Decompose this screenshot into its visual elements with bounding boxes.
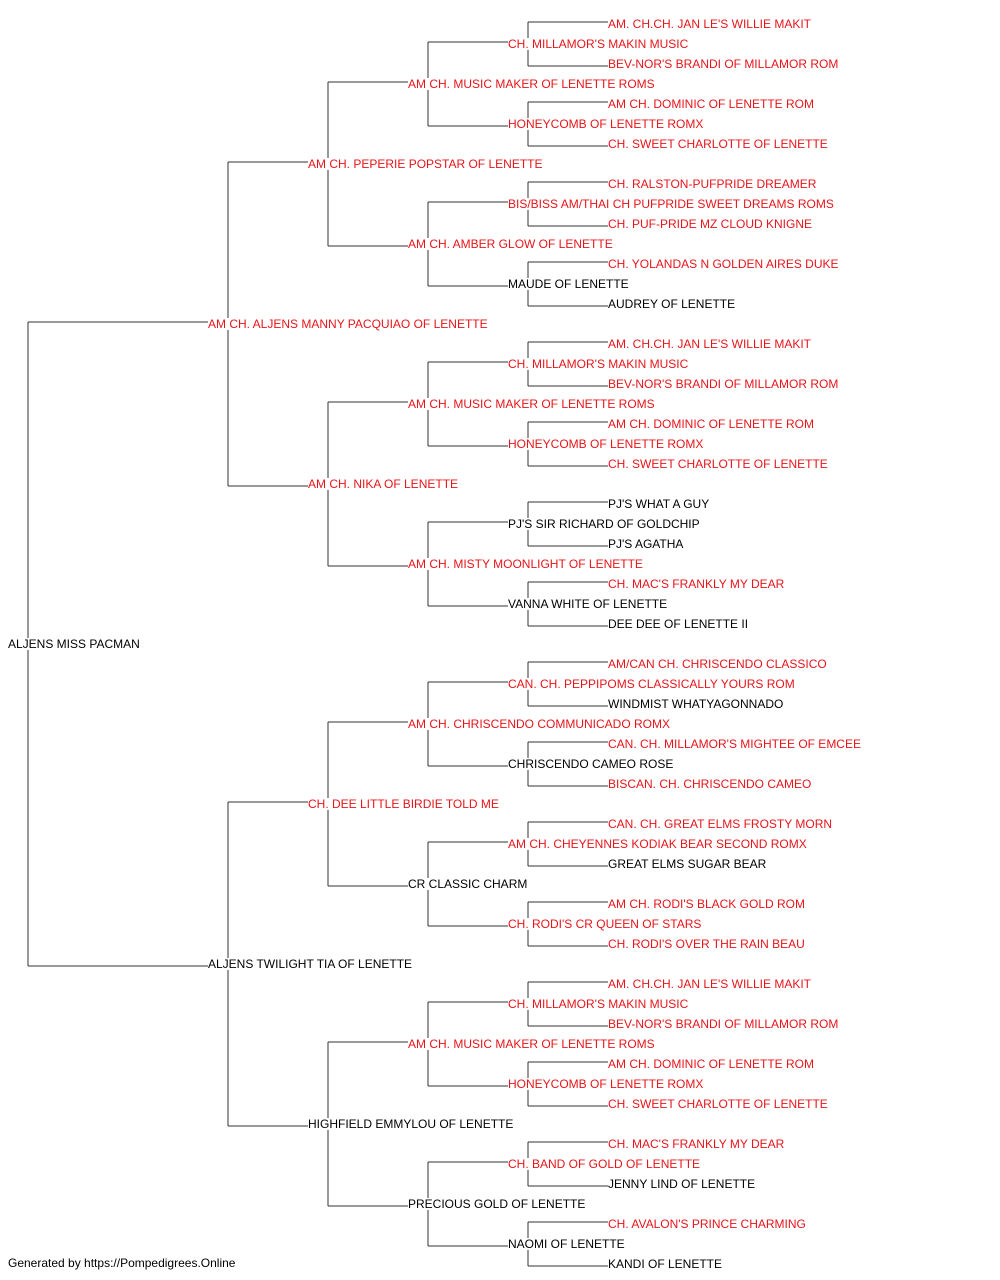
ancestor-name: BEV-NOR'S BRANDI OF MILLAMOR ROM bbox=[608, 377, 838, 391]
ancestor-name: CH. DEE LITTLE BIRDIE TOLD ME bbox=[308, 797, 499, 811]
ancestor-name: AM. CH.CH. JAN LE'S WILLIE MAKIT bbox=[608, 337, 812, 351]
ancestor-name: PJ'S SIR RICHARD OF GOLDCHIP bbox=[508, 517, 700, 531]
ancestor-name: AM. CH.CH. JAN LE'S WILLIE MAKIT bbox=[608, 17, 812, 31]
ancestor-name: CAN. CH. GREAT ELMS FROSTY MORN bbox=[608, 817, 832, 831]
ancestor-name: ALJENS TWILIGHT TIA OF LENETTE bbox=[208, 957, 412, 971]
ancestor-name: AM CH. MUSIC MAKER OF LENETTE ROMS bbox=[408, 1037, 655, 1051]
ancestor-name: CH. PUF-PRIDE MZ CLOUD KNIGNE bbox=[608, 217, 812, 231]
ancestor-name: BIS/BISS AM/THAI CH PUFPRIDE SWEET DREAM… bbox=[508, 197, 834, 211]
generated-by-footer: Generated by https://Pompedigrees.Online bbox=[8, 1256, 236, 1270]
ancestor-name: AM CH. MISTY MOONLIGHT OF LENETTE bbox=[408, 557, 643, 571]
ancestor-name: JENNY LIND OF LENETTE bbox=[608, 1177, 755, 1191]
ancestor-name: CAN. CH. PEPPIPOMS CLASSICALLY YOURS ROM bbox=[508, 677, 795, 691]
ancestor-name: CR CLASSIC CHARM bbox=[408, 877, 527, 891]
ancestor-name: KANDI OF LENETTE bbox=[608, 1257, 722, 1271]
ancestor-name: AM CH. DOMINIC OF LENETTE ROM bbox=[608, 97, 814, 111]
ancestor-name: PRECIOUS GOLD OF LENETTE bbox=[408, 1197, 585, 1211]
ancestor-name: BISCAN. CH. CHRISCENDO CAMEO bbox=[608, 777, 811, 791]
ancestor-name: CH. MILLAMOR'S MAKIN MUSIC bbox=[508, 357, 689, 371]
ancestor-name: AM CH. PEPERIE POPSTAR OF LENETTE bbox=[308, 157, 543, 171]
ancestor-name: CHRISCENDO CAMEO ROSE bbox=[508, 757, 673, 771]
ancestor-name: BEV-NOR'S BRANDI OF MILLAMOR ROM bbox=[608, 57, 838, 71]
ancestor-name: MAUDE OF LENETTE bbox=[508, 277, 629, 291]
ancestor-name: CH. SWEET CHARLOTTE OF LENETTE bbox=[608, 457, 828, 471]
ancestor-name: AM CH. CHEYENNES KODIAK BEAR SECOND ROMX bbox=[508, 837, 807, 851]
ancestor-name: AUDREY OF LENETTE bbox=[608, 297, 735, 311]
ancestor-name: HONEYCOMB OF LENETTE ROMX bbox=[508, 437, 703, 451]
ancestor-name: CH. RODI'S OVER THE RAIN BEAU bbox=[608, 937, 805, 951]
ancestor-name: CH. MAC'S FRANKLY MY DEAR bbox=[608, 577, 785, 591]
ancestor-name: HONEYCOMB OF LENETTE ROMX bbox=[508, 117, 703, 131]
ancestor-name: DEE DEE OF LENETTE II bbox=[608, 617, 748, 631]
ancestor-name: CH. MILLAMOR'S MAKIN MUSIC bbox=[508, 997, 689, 1011]
ancestor-name: PJ'S WHAT A GUY bbox=[608, 497, 709, 511]
ancestor-name: CH. SWEET CHARLOTTE OF LENETTE bbox=[608, 137, 828, 151]
ancestor-name: CH. MAC'S FRANKLY MY DEAR bbox=[608, 1137, 785, 1151]
subject-name: ALJENS MISS PACMAN bbox=[8, 637, 140, 651]
ancestor-name: NAOMI OF LENETTE bbox=[508, 1237, 625, 1251]
ancestor-name: PJ'S AGATHA bbox=[608, 537, 683, 551]
ancestor-name: AM CH. ALJENS MANNY PACQUIAO OF LENETTE bbox=[208, 317, 488, 331]
ancestor-name: HIGHFIELD EMMYLOU OF LENETTE bbox=[308, 1117, 513, 1131]
ancestor-name: CH. RALSTON-PUFPRIDE DREAMER bbox=[608, 177, 817, 191]
ancestor-name: AM CH. DOMINIC OF LENETTE ROM bbox=[608, 417, 814, 431]
ancestor-name: AM. CH.CH. JAN LE'S WILLIE MAKIT bbox=[608, 977, 812, 991]
ancestor-name: AM/CAN CH. CHRISCENDO CLASSICO bbox=[608, 657, 827, 671]
ancestor-name: VANNA WHITE OF LENETTE bbox=[508, 597, 667, 611]
ancestor-name: CAN. CH. MILLAMOR'S MIGHTEE OF EMCEE bbox=[608, 737, 861, 751]
ancestor-name: AM CH. NIKA OF LENETTE bbox=[308, 477, 458, 491]
ancestor-name: AM CH. MUSIC MAKER OF LENETTE ROMS bbox=[408, 397, 655, 411]
ancestor-name: CH. SWEET CHARLOTTE OF LENETTE bbox=[608, 1097, 828, 1111]
ancestor-name: GREAT ELMS SUGAR BEAR bbox=[608, 857, 767, 871]
ancestor-name: BEV-NOR'S BRANDI OF MILLAMOR ROM bbox=[608, 1017, 838, 1031]
ancestor-name: WINDMIST WHATYAGONNADO bbox=[608, 697, 783, 711]
ancestor-name: CH. AVALON'S PRINCE CHARMING bbox=[608, 1217, 806, 1231]
ancestor-name: HONEYCOMB OF LENETTE ROMX bbox=[508, 1077, 703, 1091]
ancestor-name: CH. RODI'S CR QUEEN OF STARS bbox=[508, 917, 701, 931]
ancestor-name: AM CH. CHRISCENDO COMMUNICADO ROMX bbox=[408, 717, 670, 731]
ancestor-name: AM CH. AMBER GLOW OF LENETTE bbox=[408, 237, 613, 251]
ancestor-name: CH. YOLANDAS N GOLDEN AIRES DUKE bbox=[608, 257, 839, 271]
ancestor-name: AM CH. MUSIC MAKER OF LENETTE ROMS bbox=[408, 77, 655, 91]
ancestor-name: AM CH. DOMINIC OF LENETTE ROM bbox=[608, 1057, 814, 1071]
ancestor-name: CH. BAND OF GOLD OF LENETTE bbox=[508, 1157, 700, 1171]
ancestor-name: CH. MILLAMOR'S MAKIN MUSIC bbox=[508, 37, 689, 51]
ancestor-name: AM CH. RODI'S BLACK GOLD ROM bbox=[608, 897, 805, 911]
